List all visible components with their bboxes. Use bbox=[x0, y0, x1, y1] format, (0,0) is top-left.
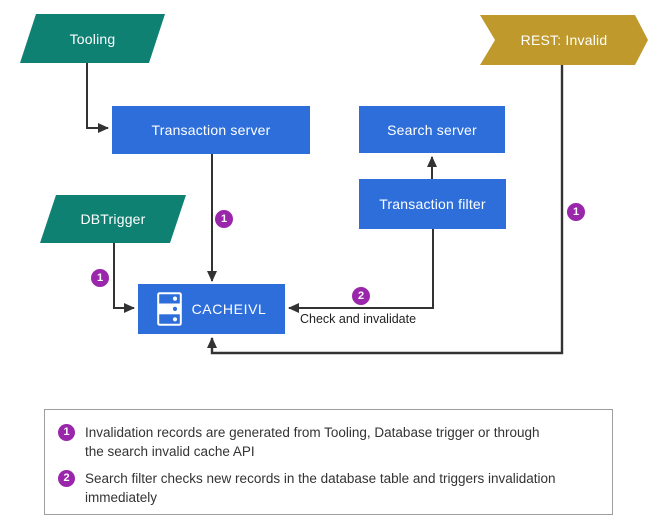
edge-dbtrigger-to-cacheivl bbox=[113, 243, 135, 313]
legend-badge-2: 2 bbox=[58, 470, 75, 488]
legend-text-2: Search filter checks new records in the … bbox=[85, 469, 556, 507]
node-rest-invalid: REST: Invalid bbox=[480, 15, 648, 65]
edge-transaction-filter-to-cacheivl bbox=[288, 229, 434, 313]
legend-text-2-line-2: immediately bbox=[85, 490, 158, 506]
node-transaction-filter: Transaction filter bbox=[359, 179, 506, 229]
edge-rest-to-cacheivl bbox=[207, 65, 564, 355]
database-icon bbox=[156, 292, 182, 326]
node-dbtrigger: DBTrigger bbox=[40, 195, 186, 243]
legend-box: 1 Invalidation records are generated fro… bbox=[44, 409, 613, 515]
node-rest-invalid-label: REST: Invalid bbox=[520, 32, 608, 48]
node-dbtrigger-label: DBTrigger bbox=[80, 211, 146, 227]
legend-text-1-line-1: Invalidation records are generated from … bbox=[85, 425, 540, 440]
edge-label-check-and-invalidate: Check and invalidate bbox=[300, 312, 417, 326]
node-tooling-label: Tooling bbox=[69, 30, 116, 47]
legend-text-2-line-1: Search filter checks new records in the … bbox=[85, 471, 556, 487]
node-search-server: Search server bbox=[359, 106, 505, 153]
legend-item-2: 2 Search filter checks new records in th… bbox=[58, 469, 612, 507]
node-transaction-server: Transaction server bbox=[112, 106, 310, 154]
legend-badge-1: 1 bbox=[58, 424, 75, 441]
node-transaction-filter-label: Transaction filter bbox=[379, 196, 486, 212]
step-badge-dbtrigger: 1 bbox=[91, 269, 109, 287]
legend-text-1-line-2: the search invalid cache API bbox=[85, 444, 255, 460]
legend-item-1: 1 Invalidation records are generated fro… bbox=[58, 423, 612, 461]
node-cacheivl: CACHEIVL bbox=[138, 284, 285, 334]
node-transaction-server-label: Transaction server bbox=[151, 122, 271, 138]
node-cacheivl-label: CACHEIVL bbox=[191, 301, 267, 317]
node-search-server-label: Search server bbox=[387, 121, 477, 138]
legend-text-1: Invalidation records are generated from … bbox=[85, 423, 540, 461]
node-tooling: Tooling bbox=[20, 14, 165, 63]
step-badge-transaction-server: 1 bbox=[215, 210, 233, 228]
step-badge-rest: 1 bbox=[567, 203, 585, 221]
edge-tooling-to-transaction-server bbox=[86, 63, 109, 133]
step-badge-transaction-filter: 2 bbox=[352, 287, 370, 305]
